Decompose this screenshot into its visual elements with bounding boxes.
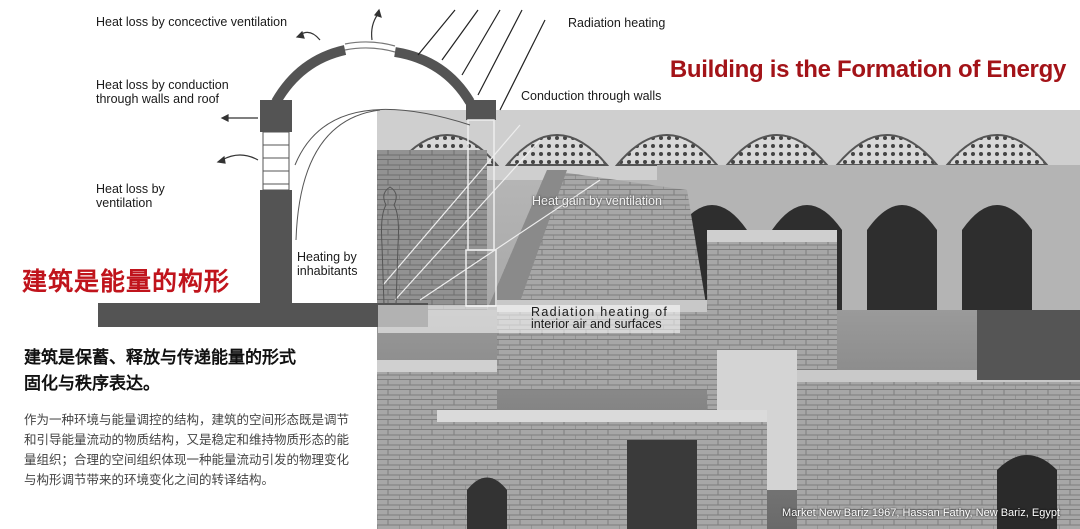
title-chinese: 建筑是能量的构形 <box>22 267 231 296</box>
title-english: Building is the Formation of Energy <box>669 56 1066 83</box>
label-conduction: Heat loss by conduction through walls an… <box>96 78 229 106</box>
label-radiation-heating: Radiation heating <box>568 16 666 30</box>
label-inhabitants-line1: Heating by <box>297 250 357 264</box>
subtitle-line2: 固化与秩序表达。 <box>24 374 160 394</box>
label-ventilation-line2: ventilation <box>96 196 153 210</box>
heat-loss-arrows <box>216 8 382 164</box>
label-convective: Heat loss by concective ventilation <box>96 15 288 29</box>
left-wall-top <box>260 100 292 132</box>
label-conduction-line2: through walls and roof <box>96 92 219 106</box>
body-paragraph: 作为一种环境与能量调控的结构，建筑的空间形态既是调节和引导能量流动的物质结构，又… <box>24 412 350 487</box>
label-inhabitants: Heating by inhabitants <box>297 250 357 278</box>
label-ventilation: Heat loss by ventilation <box>96 182 165 210</box>
subtitle-line1: 建筑是保蓄、释放与传递能量的形式 <box>24 348 296 368</box>
label-conduction-line1: Heat loss by conduction <box>96 78 229 92</box>
left-wall <box>260 190 292 306</box>
label-heat-gain: Heat gain by ventilation <box>532 194 662 208</box>
market-photograph <box>377 110 1080 529</box>
photo-caption: Market New Bariz 1967, Hassan Fathy, New… <box>782 507 1060 519</box>
label-ventilation-line1: Heat loss by <box>96 182 165 196</box>
label-radiation-interior-line1: Radiation heating of <box>531 305 669 319</box>
label-radiation-interior: Radiation heating of interior air and su… <box>531 305 669 331</box>
label-inhabitants-line2: inhabitants <box>297 264 358 278</box>
label-conduction-walls: Conduction through walls <box>521 89 662 103</box>
dome-right <box>394 47 475 105</box>
label-radiation-interior-line2: interior air and surfaces <box>531 317 662 331</box>
subtitle: 建筑是保蓄、释放与传递能量的形式 固化与秩序表达。 <box>24 345 369 397</box>
dome-left <box>271 45 347 105</box>
left-vent-window <box>262 131 290 191</box>
dome-vent-gap <box>344 47 396 53</box>
